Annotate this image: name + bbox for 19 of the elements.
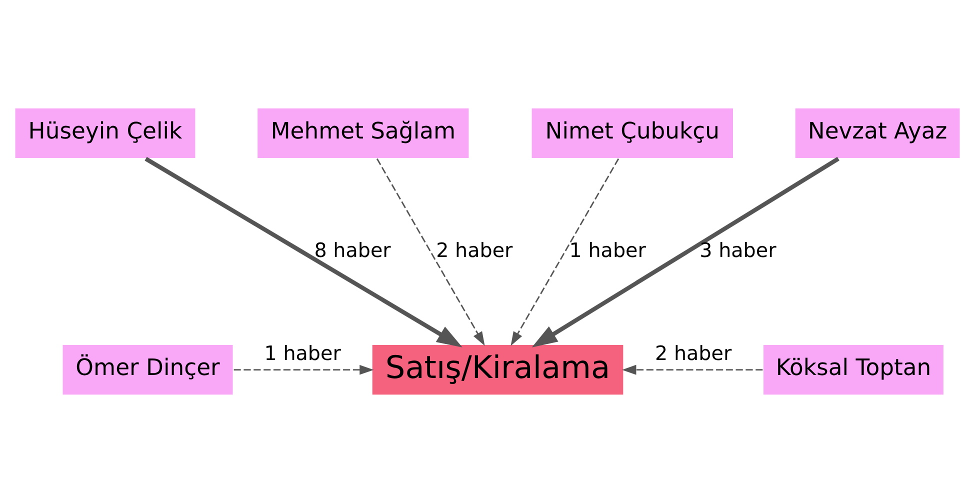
edge-label: 1 haber (264, 342, 341, 365)
arrow (622, 364, 763, 374)
node-box: Nimet Çubukçu (530, 106, 734, 159)
arrow (234, 364, 374, 374)
node-box: Satış/Kiralama (370, 343, 625, 396)
arrow (510, 158, 620, 346)
node-box: Mehmet Sağlam (256, 106, 470, 159)
edge-label: 2 haber (436, 238, 513, 262)
edge-label: 2 haber (655, 342, 732, 365)
node-box: Nevzat Ayaz (794, 106, 962, 159)
arrow (144, 156, 462, 347)
arrow (376, 158, 485, 346)
node-box: Hüseyin Çelik (14, 106, 197, 159)
edge-label: 3 haber (700, 238, 776, 262)
edge-label: 1 haber (569, 238, 646, 262)
edge-label: 8 haber (314, 238, 391, 262)
arrow (532, 156, 840, 347)
node-box: Ömer Dinçer (61, 343, 234, 396)
node-box: Köksal Toptan (762, 343, 945, 396)
